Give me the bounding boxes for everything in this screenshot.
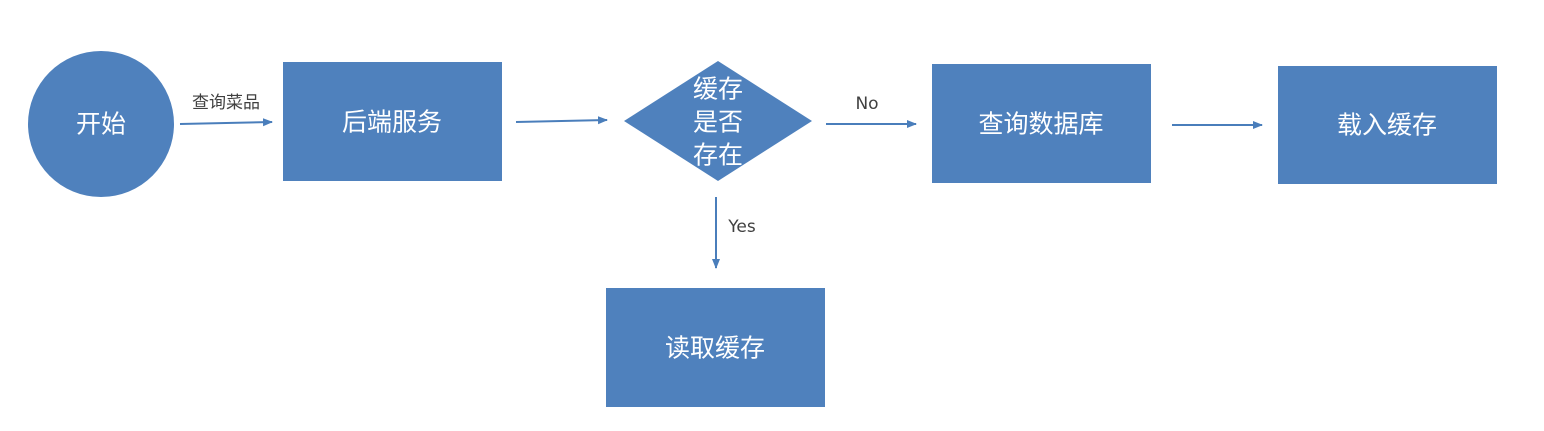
edge-no-label: No — [855, 94, 878, 114]
edge-start-to-backend-line — [179, 118, 273, 127]
edge-start-to-backend: 查询菜品 — [179, 93, 273, 127]
query-database-node-shape — [932, 64, 1151, 183]
read-cache-node: 读取缓存 — [606, 288, 825, 407]
decision-label-line-2: 是否 — [693, 108, 743, 137]
read-cache-node-label: 读取缓存 — [665, 334, 765, 363]
decision-label-line-3: 存在 — [693, 141, 743, 170]
read-cache-node-shape — [606, 288, 825, 407]
backend-service-node-label: 后端服务 — [342, 108, 442, 137]
start-node-label: 开始 — [76, 110, 126, 139]
query-database-node-label: 查询数据库 — [978, 110, 1103, 139]
backend-service-node-shape — [283, 62, 502, 181]
backend-service-node: 后端服务 — [283, 62, 502, 181]
cache-exists-decision-shape — [624, 61, 812, 181]
edge-backend-to-decision — [515, 116, 608, 125]
load-cache-node-label: 载入缓存 — [1337, 111, 1437, 140]
edge-yes-label: Yes — [727, 217, 756, 237]
edge-start-to-backend-label: 查询菜品 — [192, 93, 260, 113]
query-database-node: 查询数据库 — [932, 64, 1151, 183]
decision-label-line-1: 缓存 — [693, 75, 743, 104]
start-node-shape — [28, 51, 174, 197]
edge-decision-to-read-cache: Yes — [712, 197, 756, 269]
edge-backend-to-decision-line — [515, 116, 608, 125]
start-node: 开始 — [28, 51, 174, 197]
cache-exists-decision-node: 缓存 是否 存在 — [624, 61, 812, 181]
load-cache-node: 载入缓存 — [1278, 66, 1497, 184]
load-cache-node-shape — [1278, 66, 1497, 184]
edge-decision-to-query-db: No — [826, 94, 917, 128]
